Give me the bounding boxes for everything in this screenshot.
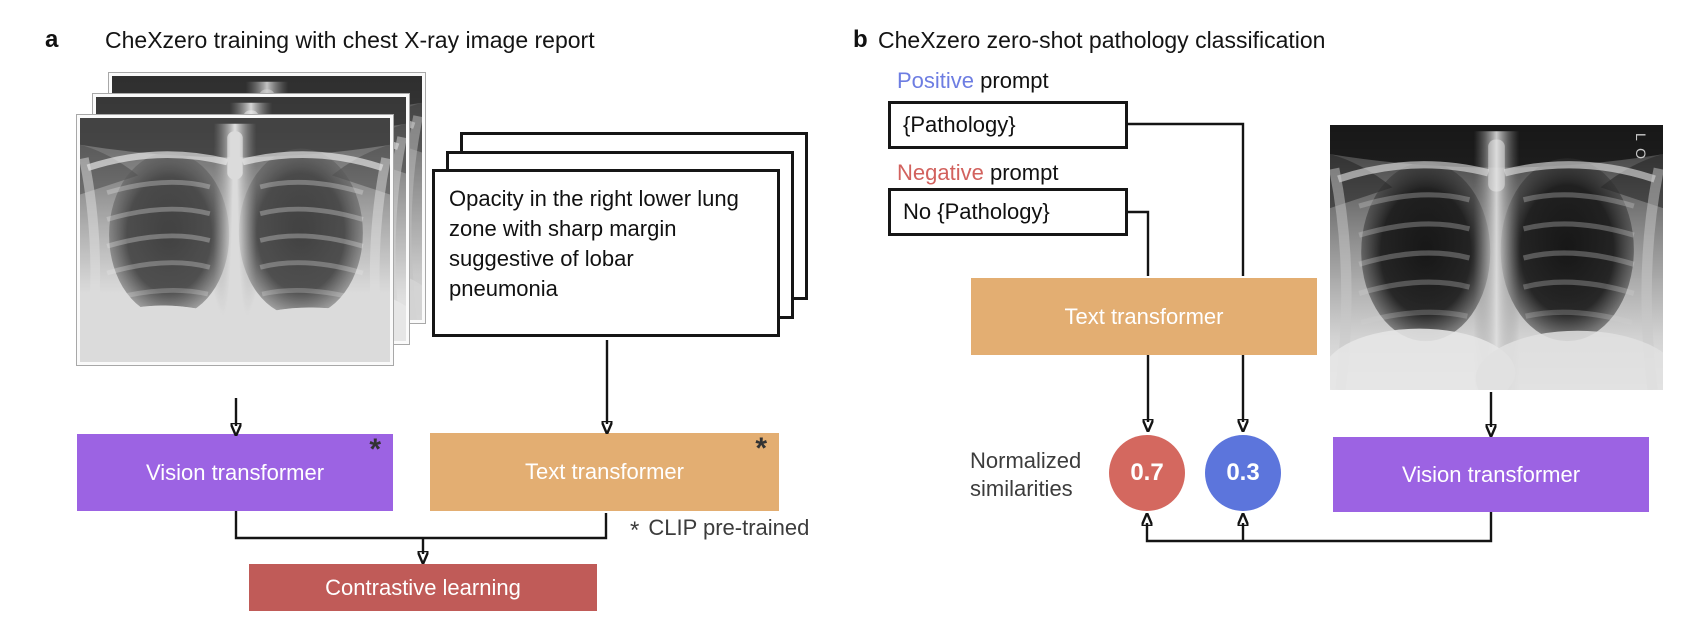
normalized-similarities-line: Normalized — [970, 448, 1082, 473]
report-text: Opacity in the right lower lung zone wit… — [449, 184, 767, 304]
positive-prompt-value: {Pathology} — [903, 112, 1016, 137]
panel-a-label: a — [45, 26, 59, 53]
text-transformer-box-b: Text transformer — [971, 278, 1317, 355]
vision-transformer-box-a: Vision transformer * — [77, 434, 393, 511]
negative-prompt-value: No {Pathology} — [903, 199, 1050, 224]
negative-prompt-box: No {Pathology} — [888, 188, 1128, 236]
contrastive-learning-label: Contrastive learning — [325, 574, 521, 600]
report-text-line: Opacity in the right lower lung — [449, 186, 739, 211]
connector-vision-b-to-negative-circle — [1147, 512, 1493, 543]
panel-b-label: b — [853, 26, 868, 53]
positive-similarity-value: 0.3 — [1226, 459, 1260, 486]
connector-negative-prompt-to-text-b — [1127, 210, 1150, 276]
prompt-word: prompt — [983, 160, 1059, 185]
positive-word: Positive — [897, 68, 975, 93]
prompt-word: prompt — [974, 68, 1049, 93]
chest-xray-image-b: L O — [1330, 125, 1663, 390]
contrastive-learning-box: Contrastive learning — [249, 564, 597, 611]
vision-transformer-label-a: Vision transformer — [145, 459, 325, 485]
clip-pretrained-asterisk: * — [369, 433, 381, 466]
negative-similarity-circle: 0.7 — [1109, 435, 1185, 511]
clip-pretrained-asterisk: * — [755, 432, 767, 465]
normalized-similarities-line: similarities — [970, 476, 1073, 501]
connector-merge-bracket-a — [234, 511, 608, 540]
text-transformer-label-a: Text transformer — [525, 459, 684, 484]
normalized-similarities-label: Normalized similarities — [970, 447, 1081, 503]
clip-pretrained-note: * CLIP pre-trained — [630, 515, 810, 544]
xray-laterality-marker: L O — [1632, 132, 1649, 162]
report-text-line: zone with sharp margin — [449, 216, 677, 241]
vision-transformer-box-b: Vision transformer — [1333, 437, 1649, 512]
panel-a-title: CheXzero training with chest X-ray image… — [105, 27, 595, 53]
chest-xray-art — [80, 118, 390, 362]
panel-b-title: CheXzero zero-shot pathology classificat… — [878, 27, 1326, 53]
positive-similarity-circle: 0.3 — [1205, 435, 1281, 511]
positive-prompt-box: {Pathology} — [888, 101, 1128, 149]
report-text-line: pneumonia — [449, 276, 558, 301]
negative-prompt-label: Negative prompt — [897, 160, 1058, 186]
text-transformer-label-b: Text transformer — [1064, 303, 1224, 329]
vision-transformer-label-b: Vision transformer — [1401, 461, 1581, 487]
asterisk-glyph: * — [630, 517, 640, 544]
positive-prompt-label: Positive prompt — [897, 68, 1049, 94]
connector-positive-prompt-to-text-b — [1127, 122, 1245, 276]
report-card-front: Opacity in the right lower lung zone wit… — [432, 169, 780, 337]
chest-xray-art — [1330, 125, 1663, 390]
negative-similarity-value: 0.7 — [1130, 459, 1164, 486]
report-text-line: suggestive of lobar — [449, 246, 634, 271]
chest-xray-image-front — [77, 115, 393, 365]
text-transformer-box-a: Text transformer * — [430, 433, 779, 511]
clip-pretrained-note-text: CLIP pre-trained — [648, 515, 810, 540]
negative-word: Negative — [897, 160, 984, 185]
